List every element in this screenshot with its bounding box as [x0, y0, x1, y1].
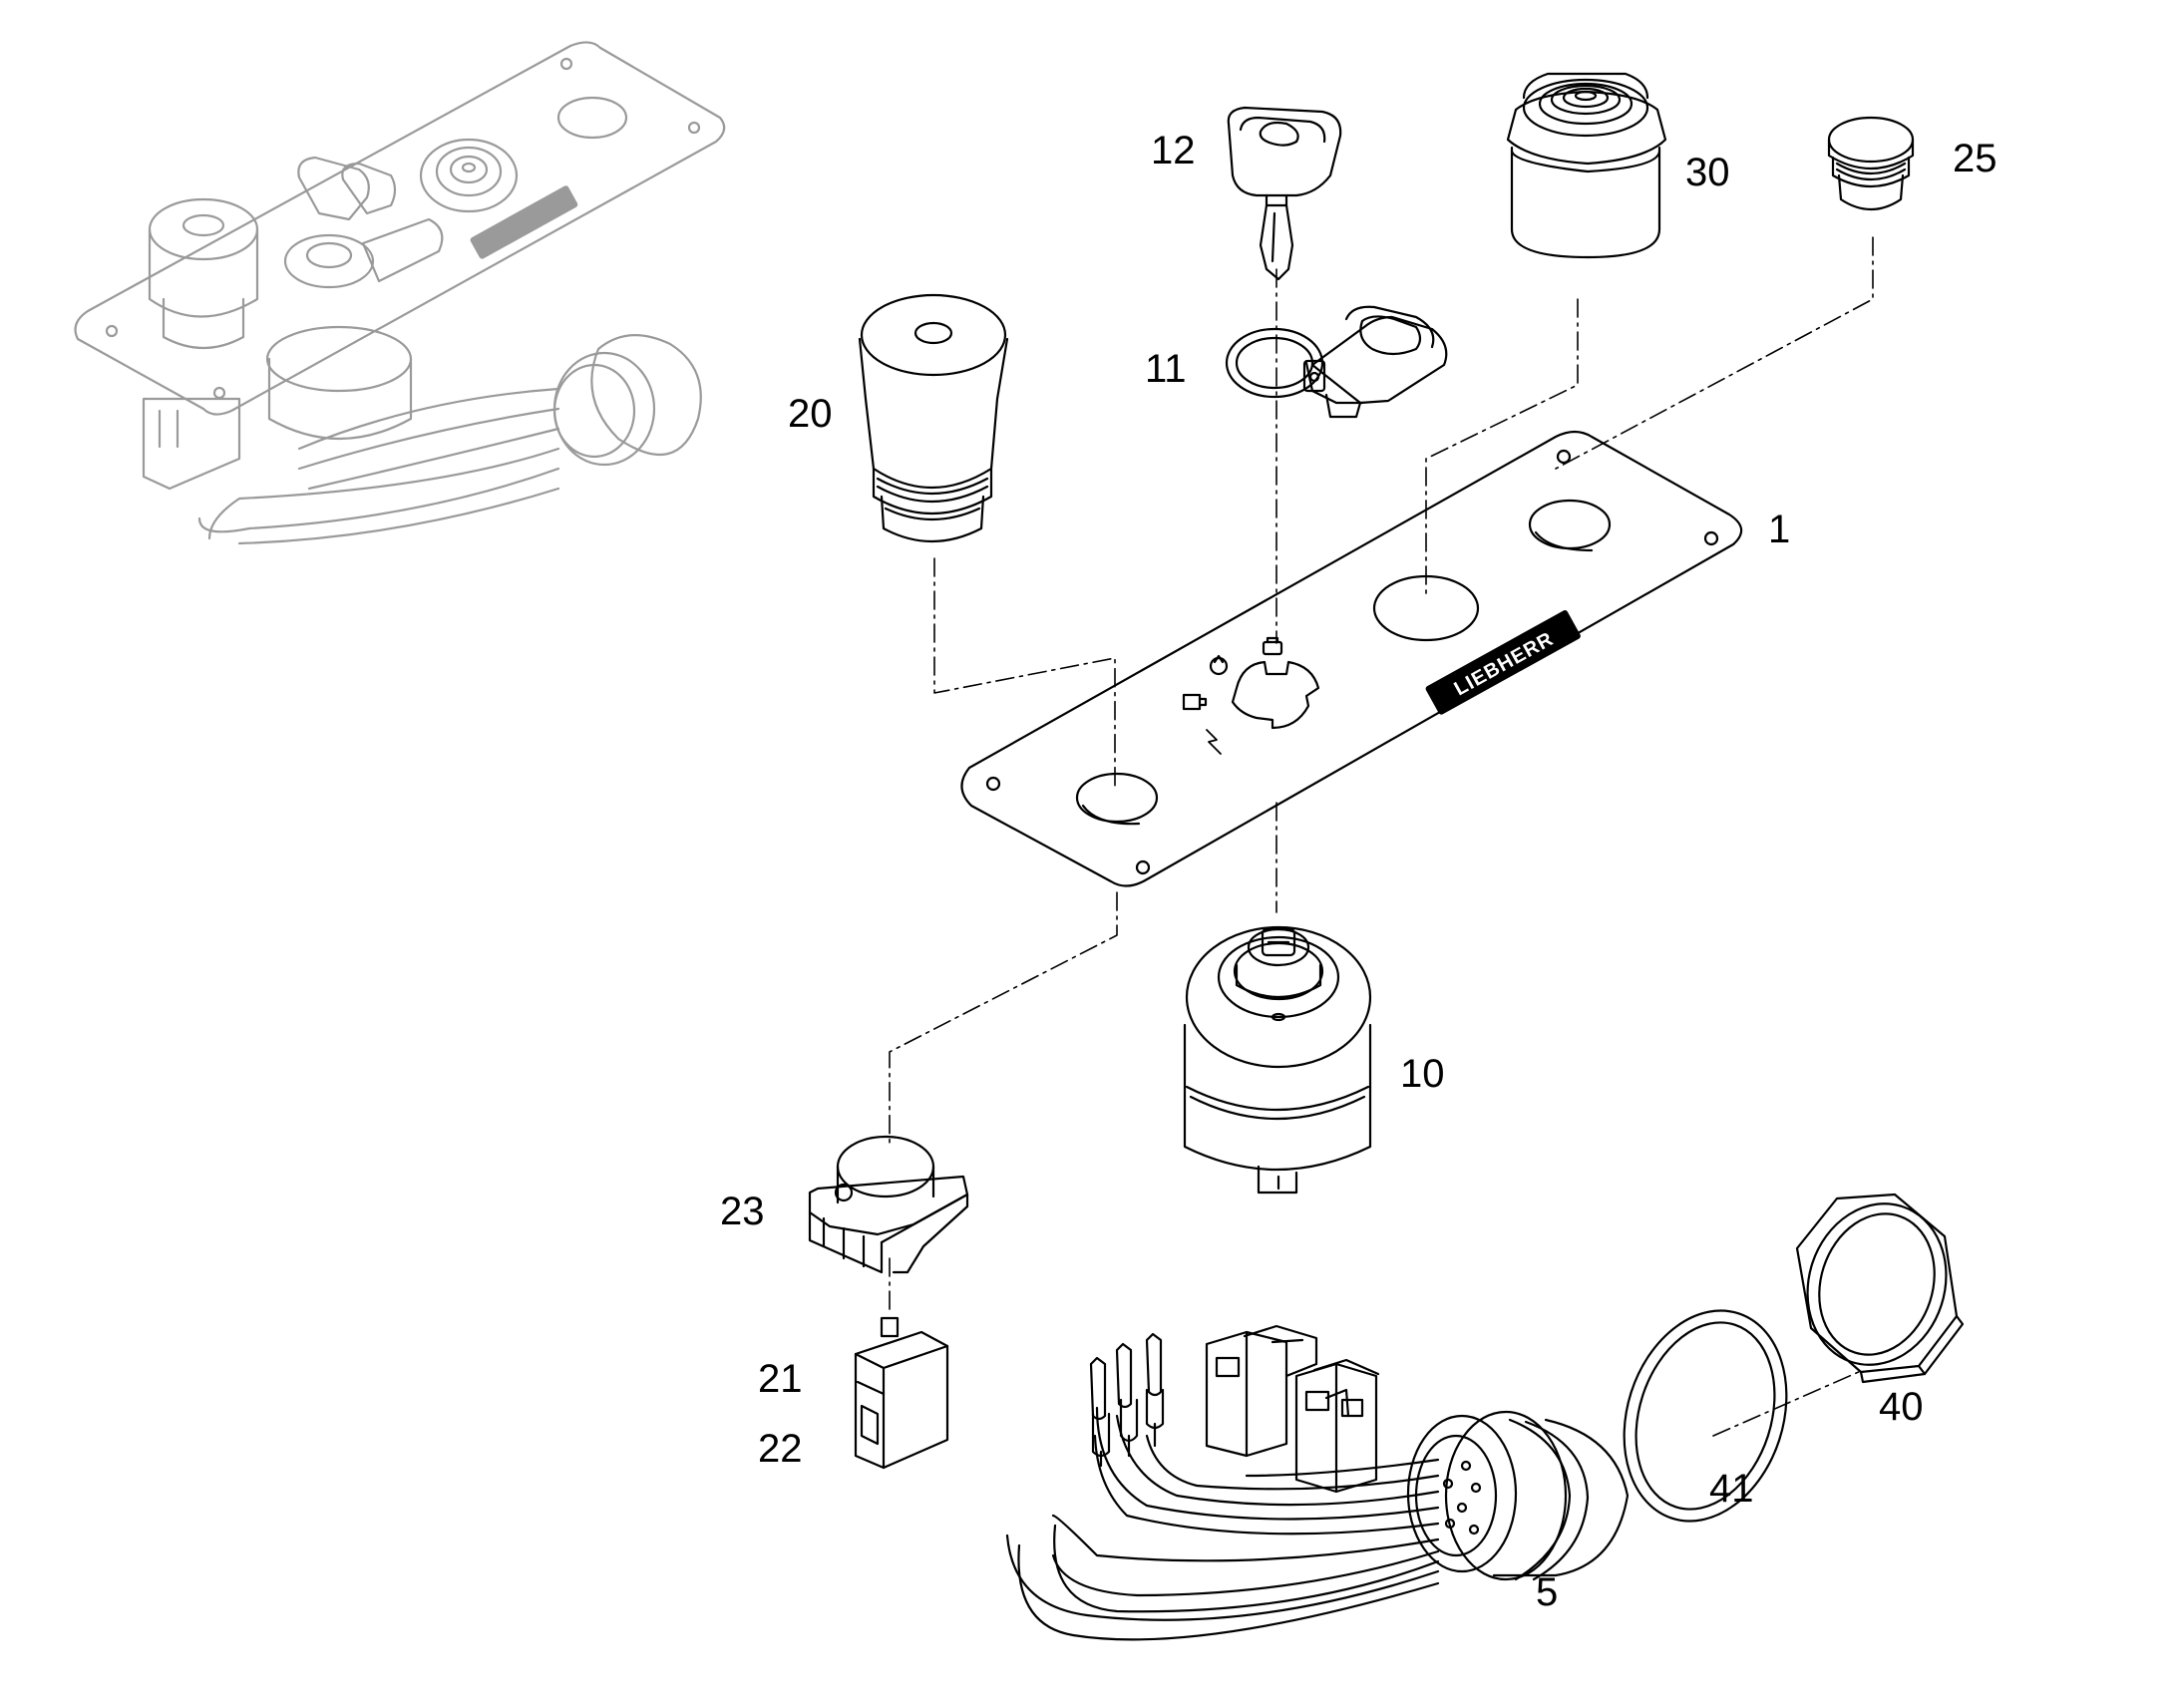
brand-text: LIEBHERR [1451, 628, 1558, 701]
callout-21: 21 [758, 1357, 803, 1401]
seal-ring [1598, 1289, 1812, 1542]
assembly-lines [890, 237, 1873, 1436]
callout-40: 40 [1879, 1385, 1924, 1429]
key-cover [1227, 307, 1446, 417]
plug-housings [1207, 1326, 1378, 1492]
callout-41: 41 [1709, 1467, 1754, 1511]
mounting-bracket [810, 1137, 967, 1272]
callout-labels: 1 5 10 11 12 20 21 22 23 25 30 40 41 [720, 129, 1998, 1614]
spade-terminals [1091, 1334, 1163, 1466]
callout-11: 11 [1145, 347, 1187, 391]
assembled-overview [76, 42, 725, 543]
callout-23: 23 [720, 1190, 765, 1233]
callout-1: 1 [1768, 508, 1790, 551]
callout-20: 20 [788, 392, 833, 436]
push-button [860, 295, 1007, 541]
callout-12: 12 [1151, 129, 1196, 172]
hex-nut [1787, 1186, 1967, 1383]
callout-25: 25 [1953, 137, 1998, 180]
callout-30: 30 [1685, 151, 1730, 194]
callout-22: 22 [758, 1427, 803, 1471]
ignition-key [1229, 108, 1340, 279]
panel-plate: LIEBHERR [961, 432, 1741, 886]
wire-harness [1007, 1326, 1628, 1639]
contact-block [856, 1318, 947, 1468]
callout-10: 10 [1400, 1052, 1445, 1096]
blanking-plug [1829, 118, 1913, 209]
callout-5: 5 [1536, 1570, 1558, 1614]
buzzer [1508, 74, 1665, 257]
ignition-switch [1185, 927, 1370, 1193]
